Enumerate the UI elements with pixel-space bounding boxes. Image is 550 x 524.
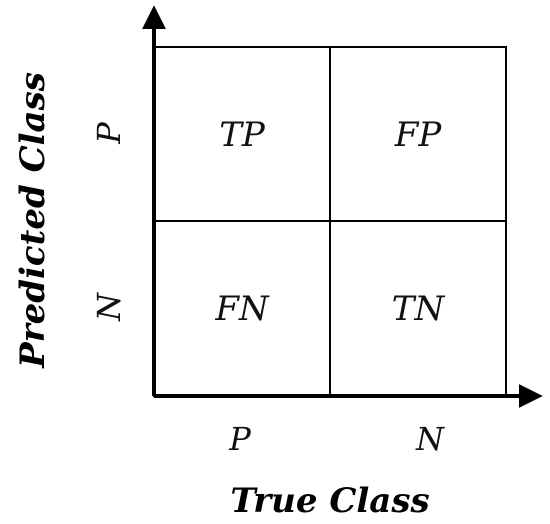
row-label-positive: P [90,122,128,145]
cell-true-negative: TN [392,289,446,329]
x-axis-title: True Class [230,481,429,521]
cell-true-positive: TP [219,115,266,155]
column-label-negative: N [415,420,445,458]
cell-false-negative: FN [214,289,270,329]
row-label-negative: N [90,292,128,322]
y-axis-title: Predicted Class [13,72,53,369]
cell-false-positive: FP [394,115,443,155]
column-label-positive: P [228,420,251,458]
